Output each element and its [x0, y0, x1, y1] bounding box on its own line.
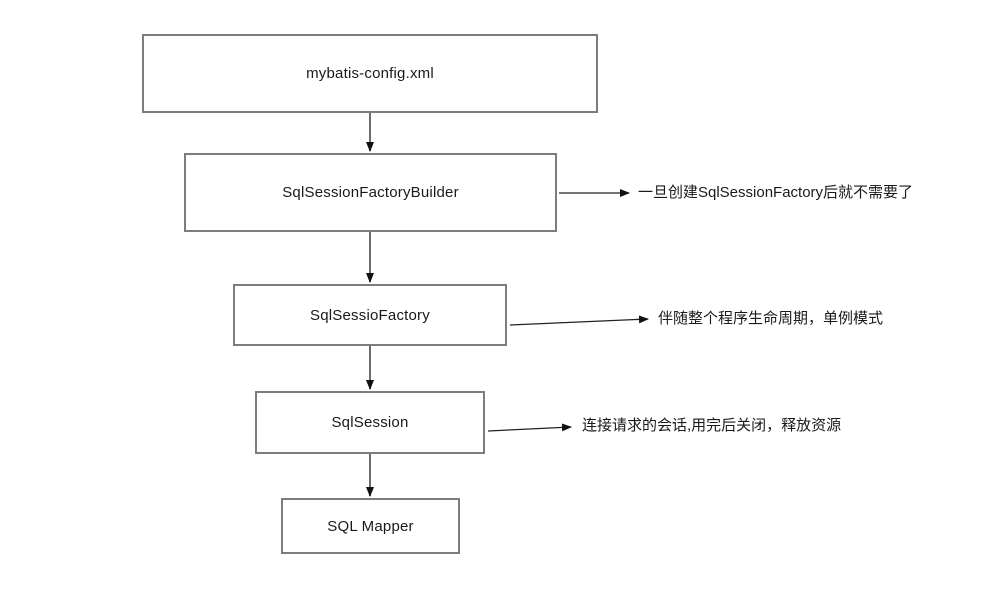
- node-sql-session-factory-builder: SqlSessionFactoryBuilder: [184, 153, 557, 232]
- node-mybatis-config: mybatis-config.xml: [142, 34, 598, 113]
- node-sql-session: SqlSession: [255, 391, 485, 454]
- note-session: 连接请求的会话,用完后关闭，释放资源: [582, 417, 842, 434]
- arrow-session-note: [487, 423, 572, 432]
- node-label: mybatis-config.xml: [306, 65, 434, 82]
- note-builder: 一旦创建SqlSessionFactory后就不需要了: [638, 184, 914, 201]
- node-label: SqlSessionFactoryBuilder: [282, 184, 459, 201]
- node-label: SqlSessioFactory: [310, 306, 430, 324]
- arrow-factory-note: [509, 315, 649, 326]
- node-sql-mapper: SQL Mapper: [281, 498, 460, 554]
- node-label: SqlSession: [331, 414, 409, 431]
- node-label: SQL Mapper: [327, 517, 414, 535]
- node-sql-sessio-factory: SqlSessioFactory: [233, 284, 507, 346]
- note-factory: 伴随整个程序生命周期，单例模式: [658, 310, 884, 327]
